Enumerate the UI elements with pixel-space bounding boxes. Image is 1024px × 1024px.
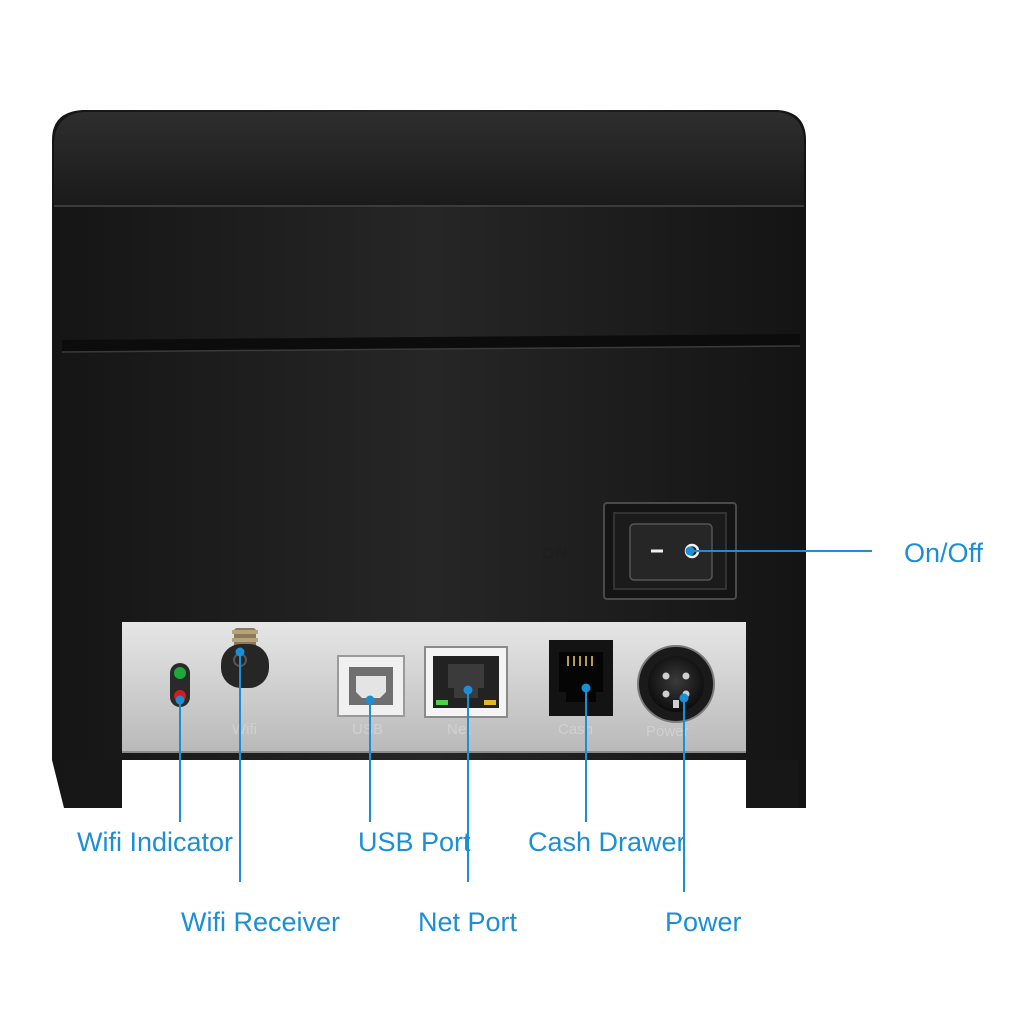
power-port: [637, 645, 715, 723]
callout-usb-port: USB Port: [358, 827, 471, 857]
wifi-antenna: [221, 628, 269, 688]
port-label-wifi: Wifi: [232, 721, 257, 738]
port-label-cash: Cash: [558, 721, 593, 738]
power-switch: [603, 502, 737, 600]
port-label-usb: USB: [352, 721, 383, 738]
cash-drawer-port: [549, 640, 613, 716]
green-led-icon: [174, 667, 186, 679]
callout-wifi-indicator: Wifi Indicator: [77, 827, 234, 857]
callout-cash-drawer: Cash Drawer: [528, 827, 686, 857]
wifi-indicator-leds: [170, 663, 190, 707]
port-label-net: Net: [447, 721, 471, 738]
net-port: [424, 646, 508, 718]
callout-lines: [175, 546, 872, 892]
callout-net-port: Net Port: [418, 907, 518, 937]
port-label-power: Power: [646, 723, 689, 740]
callout-wifi-receiver: Wifi Receiver: [181, 907, 341, 937]
callout-power: Power: [665, 907, 742, 937]
callout-on-off: On/Off: [904, 538, 984, 568]
switch-on-label: ON: [542, 544, 568, 563]
